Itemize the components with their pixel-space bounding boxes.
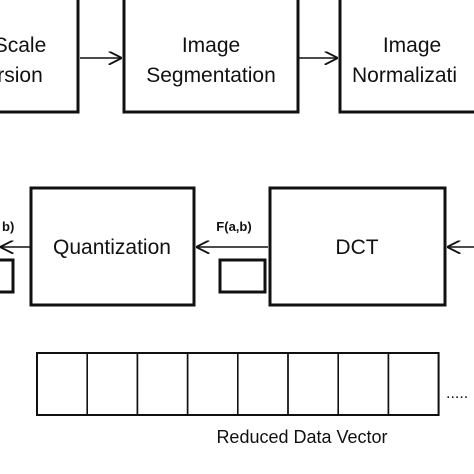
image-segmentation-label-line1: Image — [182, 34, 240, 57]
edge-label-quantization-output: b) — [2, 219, 14, 234]
image-segmentation-block: Image Segmentation — [122, 0, 300, 114]
gray-scale-conversion-label-line2: rsion — [0, 64, 43, 87]
image-normalization-label-line1: Image — [383, 34, 441, 57]
image-normalization-label-line2: Normalizati — [352, 64, 457, 87]
image-segmentation-label-line2: Segmentation — [146, 64, 276, 87]
dct-block: DCT — [268, 186, 447, 307]
edge-label-dct-to-quantization: F(a,b) — [216, 219, 251, 234]
gray-scale-conversion-block: Scale rsion — [0, 0, 80, 114]
vector-cell — [387, 352, 440, 416]
reduced-data-vector — [36, 352, 440, 416]
quantization-block: Quantization — [29, 186, 196, 307]
image-normalization-block: Image Normalizati — [338, 0, 474, 114]
dct-label: DCT — [335, 236, 378, 259]
reduced-data-vector-caption: Reduced Data Vector — [216, 427, 387, 447]
vector-ellipsis: ..... — [446, 385, 468, 402]
gray-scale-conversion-label-line1: Scale — [0, 34, 46, 57]
quantization-label: Quantization — [53, 236, 171, 259]
dct-coefficient-matrix-box — [218, 258, 267, 294]
quantized-matrix-box — [0, 258, 15, 294]
